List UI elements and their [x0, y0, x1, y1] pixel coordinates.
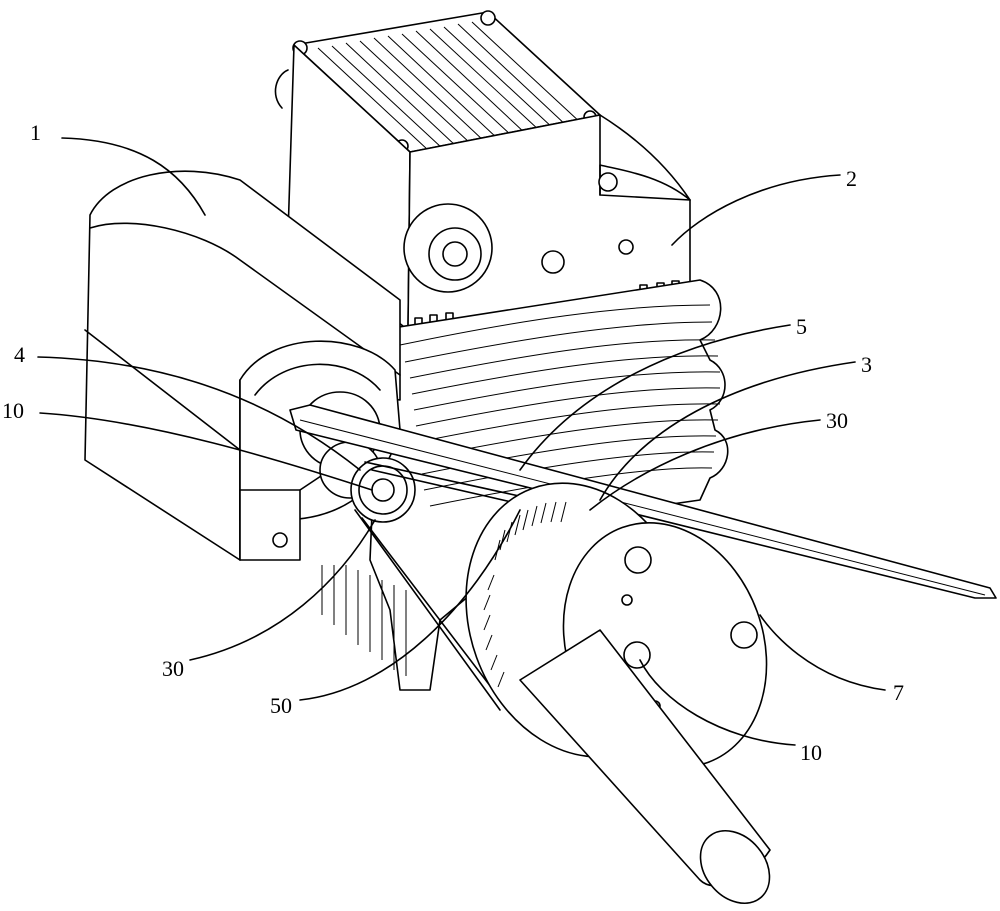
label-10-left: 10 — [2, 398, 24, 423]
label-30-left: 30 — [162, 656, 184, 681]
blade — [289, 404, 997, 599]
label-5: 5 — [796, 314, 807, 339]
output-shaft — [519, 629, 771, 905]
label-50: 50 — [270, 693, 292, 718]
label-7: 7 — [893, 680, 904, 705]
label-2: 2 — [846, 166, 857, 191]
label-1: 1 — [30, 120, 41, 145]
small-pulley — [350, 457, 416, 523]
leader-lines — [37, 137, 886, 746]
label-10-bottom: 10 — [800, 740, 822, 765]
label-30-right: 30 — [826, 408, 848, 433]
label-3: 3 — [861, 352, 872, 377]
labels: 1 2 5 3 4 10 30 30 50 7 10 — [2, 120, 904, 765]
label-4: 4 — [14, 342, 25, 367]
